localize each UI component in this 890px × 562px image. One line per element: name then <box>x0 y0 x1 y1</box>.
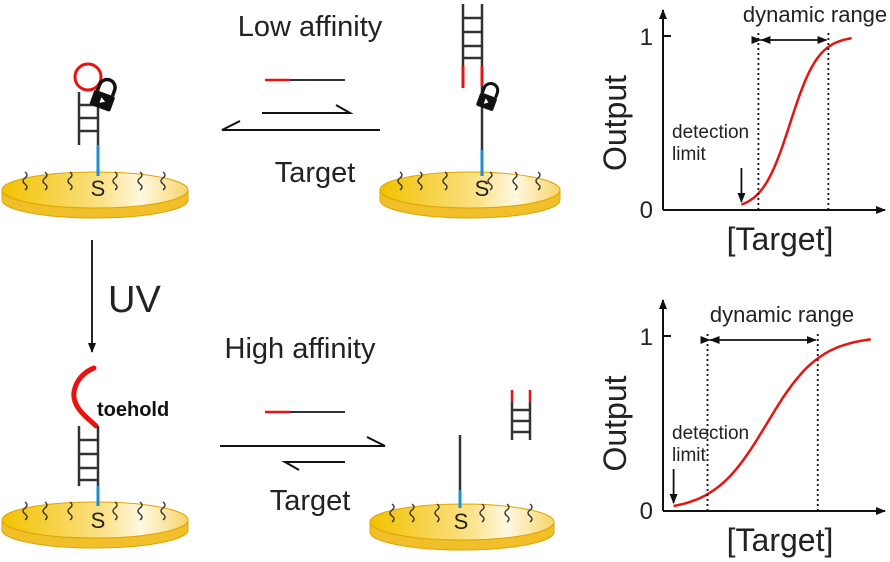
backfill-molecule <box>137 501 143 521</box>
backfill-molecule <box>397 171 403 191</box>
high-affinity-title: High affinity <box>225 333 376 365</box>
backfill-molecule <box>409 503 415 523</box>
detection-limit-label: limit <box>672 144 706 165</box>
target-label: Target <box>275 157 356 189</box>
equilibrium-arrows <box>220 436 386 471</box>
dynamic-range-label: dynamic range <box>743 2 887 27</box>
backfill-molecule <box>42 501 48 521</box>
backfill-molecule <box>487 171 493 191</box>
backfill-molecule <box>527 503 533 523</box>
released-probe: S <box>454 435 469 534</box>
backfill-molecule <box>112 171 118 191</box>
detection-limit-label: detection <box>672 122 749 143</box>
sulfur-label: S <box>91 508 106 533</box>
x-axis-label: [Target] <box>727 221 834 257</box>
detection-limit-label: limit <box>672 445 706 466</box>
lock-icon <box>89 77 117 112</box>
backfill-molecule <box>389 503 395 523</box>
sulfur-label: S <box>454 509 469 534</box>
sulfur-label: S <box>475 176 490 201</box>
free-duplex <box>510 390 532 440</box>
equilibrium-arrows <box>221 104 380 131</box>
ytick-label: 1 <box>640 324 653 351</box>
ladder-duplex <box>77 426 100 486</box>
backfill-molecule <box>22 501 28 521</box>
backfill-molecule <box>160 501 166 521</box>
y-axis-label: Output <box>597 75 633 171</box>
uv-label: UV <box>108 279 161 321</box>
toehold-label: toehold <box>97 399 169 421</box>
backfill-molecule <box>417 171 423 191</box>
locked-hairpin-probe: S <box>73 62 117 201</box>
ytick-label: 1 <box>640 24 653 51</box>
backfill-molecule <box>67 171 73 191</box>
backfill-molecule <box>137 171 143 191</box>
gold-surface <box>1 171 189 219</box>
gold-surface <box>379 171 561 219</box>
ytick-label: 0 <box>640 197 653 224</box>
lock-icon <box>476 81 500 111</box>
loop-red <box>73 62 103 92</box>
dynamic-range-label: dynamic range <box>710 302 854 327</box>
backfill-molecule <box>512 171 518 191</box>
bound-probe: S <box>461 4 500 201</box>
backfill-molecule <box>535 171 541 191</box>
low-affinity-title: Low affinity <box>238 11 383 43</box>
backfill-molecule <box>22 171 28 191</box>
sulfur-label: S <box>91 176 106 201</box>
x-axis-label: [Target] <box>727 522 834 558</box>
response-curve <box>673 338 871 508</box>
backfill-molecule <box>42 171 48 191</box>
backfill-molecule <box>479 503 485 523</box>
toehold-strand <box>71 365 99 429</box>
gold-surface <box>369 503 555 551</box>
backfill-molecule <box>504 503 510 523</box>
backfill-molecule <box>67 501 73 521</box>
response-curve <box>740 36 852 206</box>
response-chart-2: 0 1 [Target] Output dynamic range detectionli… <box>597 299 886 558</box>
backfill-molecule <box>160 171 166 191</box>
toehold-probe: toehold S <box>71 365 169 533</box>
backfill-molecule <box>442 171 448 191</box>
response-chart-1: 0 1 [Target] Output dynamic range detectionli… <box>597 2 887 257</box>
ytick-label: 0 <box>640 498 653 525</box>
backfill-molecule <box>434 503 440 523</box>
ladder-duplex <box>461 4 484 68</box>
detection-limit-label: detection <box>672 423 749 444</box>
y-axis-label: Output <box>597 375 633 471</box>
backfill-molecule <box>112 501 118 521</box>
gold-surface <box>1 501 189 549</box>
target-label: Target <box>270 485 351 517</box>
